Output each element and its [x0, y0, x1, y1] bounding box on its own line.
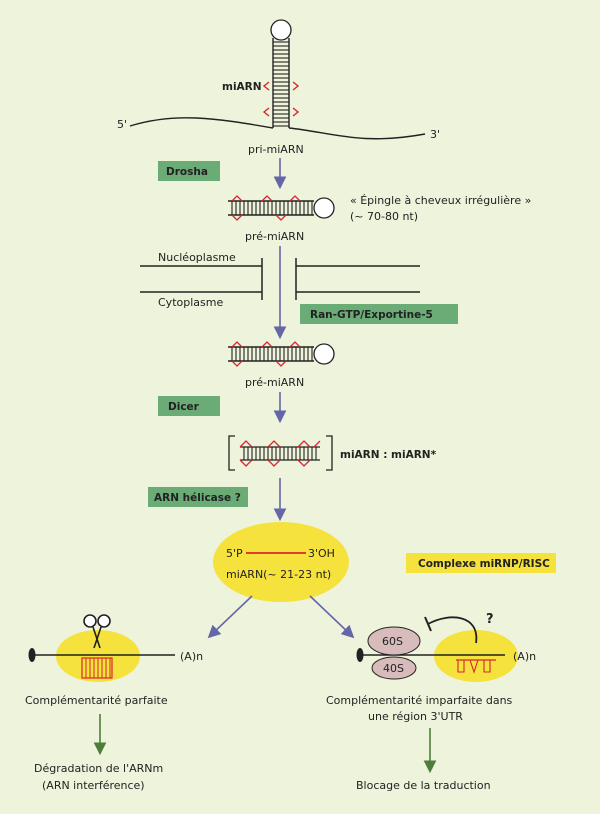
- nucleoplasm-label: Nucléoplasme: [158, 251, 236, 264]
- pre-mirna-hairpin-1: [228, 195, 335, 221]
- helicase-label: ARN hélicase ?: [154, 492, 241, 504]
- exportin-label: Ran-GTP/Exportine-5: [310, 309, 433, 321]
- hairpin-note: « Épingle à cheveux irrégulière »: [350, 194, 531, 207]
- arrow-right-branch: [309, 595, 355, 639]
- nuclear-membrane: [140, 258, 420, 300]
- scissors-icon: [83, 614, 111, 649]
- pri-mirna-caption: pri-miARN: [248, 143, 304, 156]
- drosha-label: Drosha: [166, 166, 208, 178]
- pre-mirna-caption-2: pré-miARN: [245, 376, 304, 389]
- pre-mirna-hairpin-2: [228, 341, 335, 367]
- pri-mirna-hairpin: [129, 19, 426, 140]
- hairpin-mirna-label: miARN: [222, 81, 262, 93]
- mature-mirna-label: miARN(~ 21-23 nt): [226, 568, 331, 581]
- exportin-box: [300, 304, 458, 324]
- dicer-label: Dicer: [168, 401, 200, 413]
- imperfect-complementarity-label: Complémentarité imparfaite dans: [326, 694, 513, 707]
- duplex-label: miARN : miARN*: [340, 449, 437, 461]
- arrow-left-branch: [207, 595, 253, 639]
- ribosome-icon: [367, 626, 421, 680]
- complex-label: Complexe miRNP/RISC: [418, 558, 550, 570]
- left-mrna-target: [28, 630, 175, 682]
- mature-mirna-ellipse: [213, 522, 349, 602]
- five-prime-label: 5': [117, 118, 127, 131]
- inhibition-bar: [424, 616, 432, 632]
- perfect-complementarity-label: Complémentarité parfaite: [25, 694, 168, 707]
- hairpin-length-note: (~ 70-80 nt): [350, 210, 418, 223]
- complex-box: [406, 553, 556, 573]
- ribosome-40s-label: 40S: [383, 662, 404, 675]
- cytoplasm-label: Cytoplasme: [158, 296, 223, 309]
- five-p-label: 5'P: [226, 547, 243, 560]
- pre-mirna-caption-1: pré-miARN: [245, 230, 304, 243]
- helicase-box: [148, 487, 248, 507]
- degradation-label: Dégradation de l'ARNm: [34, 762, 163, 775]
- mirna-duplex: [228, 435, 333, 471]
- drosha-box: [158, 161, 220, 181]
- left-polya-label: (A)n: [180, 650, 203, 663]
- ribosome-60s-label: 60S: [382, 635, 403, 648]
- three-prime-label: 3': [430, 128, 440, 141]
- inhibition-arc: [427, 616, 478, 644]
- three-oh-label: 3'OH: [308, 547, 335, 560]
- right-mrna-target: [356, 630, 518, 682]
- right-polya-label: (A)n: [513, 650, 536, 663]
- dicer-box: [158, 396, 220, 416]
- translation-block-label: Blocage de la traduction: [356, 779, 491, 792]
- utr-region-label: une région 3'UTR: [368, 710, 463, 723]
- rnai-label: (ARN interférence): [42, 779, 145, 792]
- question-mark: ?: [486, 612, 494, 627]
